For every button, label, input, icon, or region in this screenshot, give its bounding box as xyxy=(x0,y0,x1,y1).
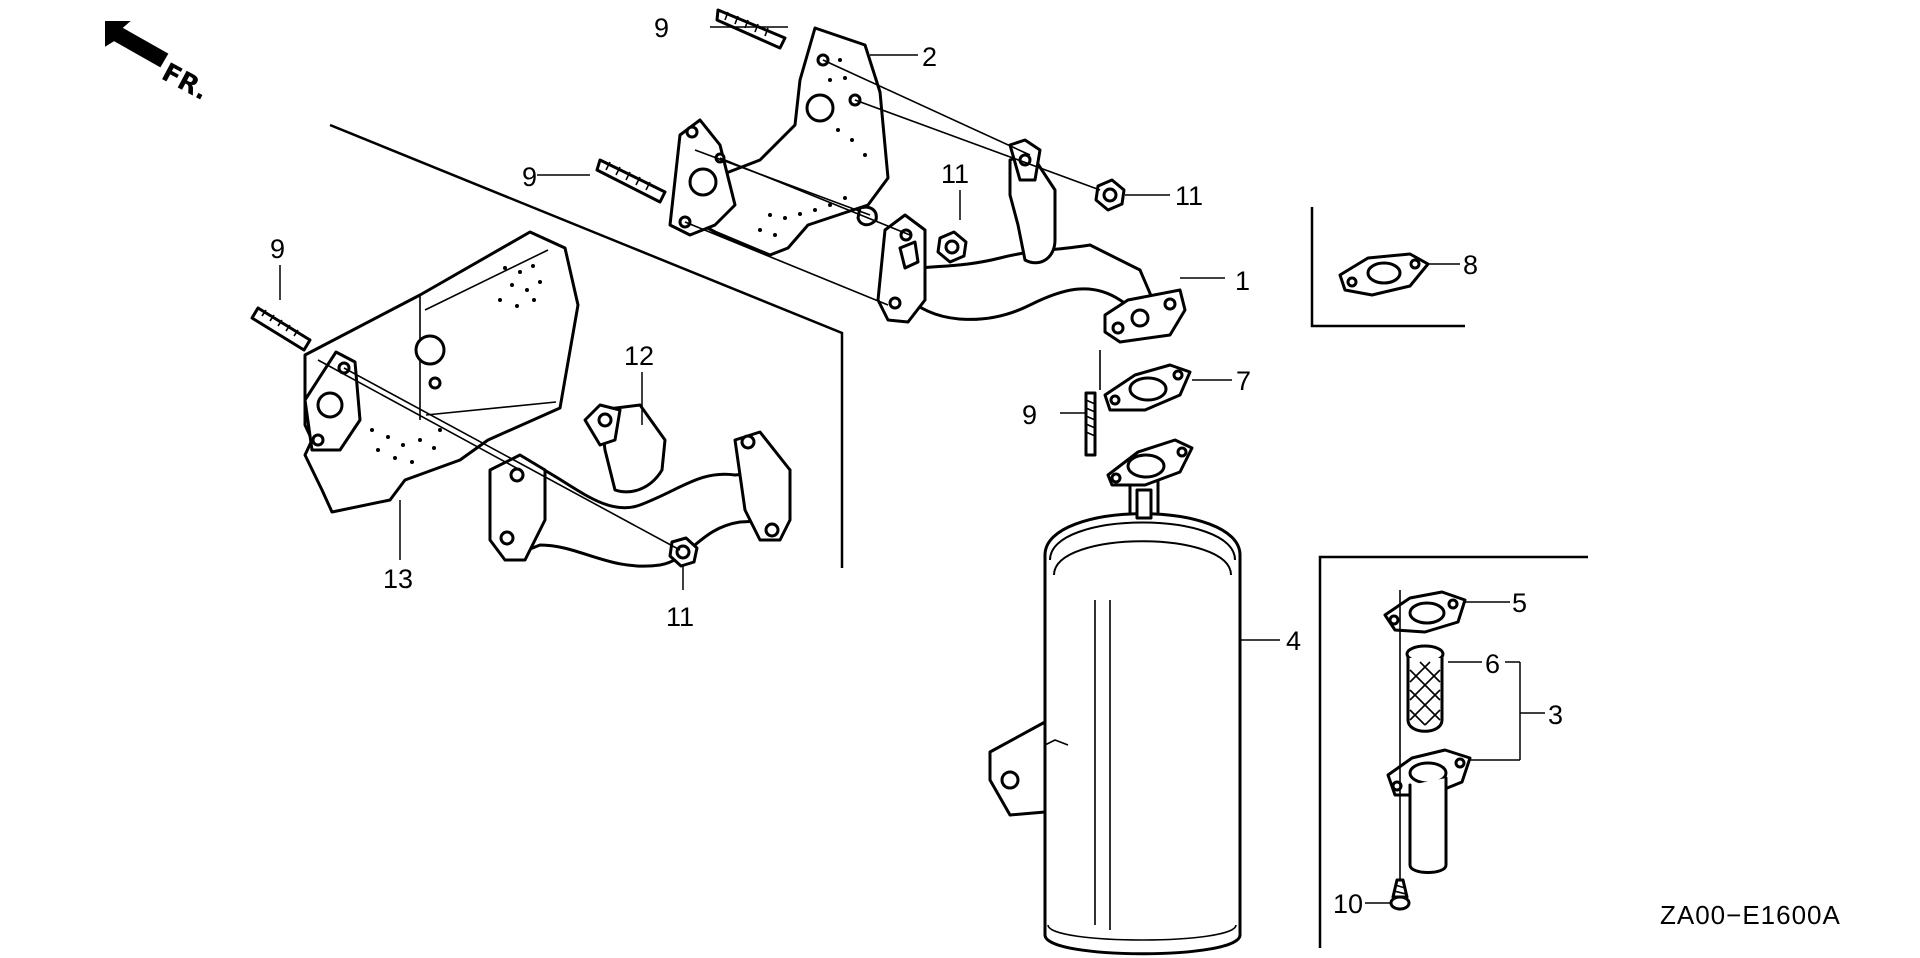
callout-3: 3 xyxy=(1548,700,1563,730)
assembly-lines xyxy=(317,59,1401,880)
stud-bolt-top xyxy=(715,8,787,50)
callout-6: 6 xyxy=(1485,649,1500,679)
flange-nut-front xyxy=(668,536,699,568)
arrester-gasket xyxy=(1383,590,1467,634)
callout-5: 5 xyxy=(1512,588,1527,618)
callout-12: 12 xyxy=(624,341,654,371)
callout-2: 2 xyxy=(922,42,937,72)
muffler xyxy=(988,438,1242,956)
exhaust-manifold-rear xyxy=(876,138,1187,344)
flange-nut-rear-middle xyxy=(936,230,968,264)
callout-1: 1 xyxy=(1235,266,1250,296)
stud-bolt-front xyxy=(250,306,312,352)
arrester-screen xyxy=(1405,644,1445,733)
callout-11-front: 11 xyxy=(666,602,694,632)
callout-9-middle: 9 xyxy=(522,162,537,192)
front-direction-arrow: FR. xyxy=(105,21,214,107)
heat-shield-front xyxy=(303,230,580,514)
callout-9-vertical: 9 xyxy=(1022,400,1037,430)
callout-11-middle: 11 xyxy=(941,159,969,189)
callout-13: 13 xyxy=(383,564,413,594)
flange-nut-rear-upper xyxy=(1094,178,1126,212)
callout-9-top: 9 xyxy=(654,13,669,43)
direction-label: FR. xyxy=(157,58,214,107)
exhaust-manifold-front xyxy=(488,403,792,568)
callout-11-upper: 11 xyxy=(1175,181,1203,211)
callout-10: 10 xyxy=(1333,889,1363,919)
stud-bolt-vertical xyxy=(1084,391,1097,457)
diagram-code: ZA00−E1600A xyxy=(1660,900,1841,930)
callout-7: 7 xyxy=(1236,366,1251,396)
heat-shield-rear xyxy=(668,26,890,257)
section-frame-lines xyxy=(329,123,1588,948)
callout-labels: 1 2 3 4 5 6 7 8 9 9 9 9 10 11 11 11 12 1… xyxy=(270,13,1563,919)
callout-leaders xyxy=(279,26,1545,904)
arrester-flange xyxy=(1386,748,1472,874)
stud-bolt-middle xyxy=(595,158,667,204)
callout-4: 4 xyxy=(1286,626,1301,656)
manifold-gasket xyxy=(1338,252,1430,297)
screw xyxy=(1389,878,1411,911)
muffler-gasket xyxy=(1103,363,1192,412)
callout-9-left: 9 xyxy=(270,234,285,264)
callout-8: 8 xyxy=(1463,250,1478,280)
